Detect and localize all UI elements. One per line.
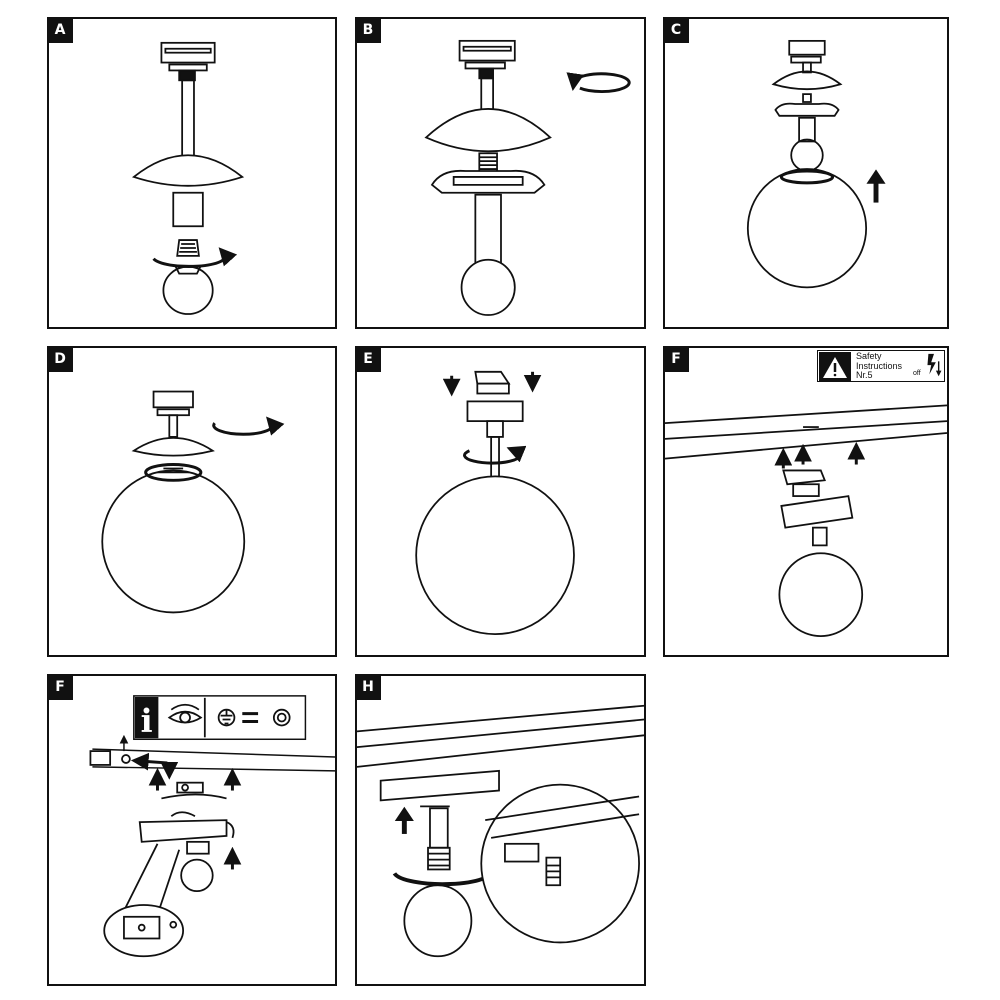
panel-label: E: [355, 346, 381, 372]
panel-label: F: [663, 346, 689, 372]
safety-text: Safety Instructions Nr.5: [856, 351, 903, 381]
warning-icon: [819, 352, 851, 382]
panel-label: B: [355, 17, 381, 43]
step-e-illustration: [415, 370, 575, 636]
ground-icon: [217, 708, 236, 727]
panel-label: F: [47, 674, 73, 700]
step-f-top-illustration: [665, 404, 947, 637]
panel-f-bottom: F i: [47, 674, 337, 986]
panel-label: D: [47, 346, 73, 372]
panel-c: C: [663, 17, 949, 329]
step-c-illustration: [746, 39, 886, 289]
safety-line-1: Safety: [856, 351, 882, 361]
eye-icon: [167, 710, 203, 724]
panel-d: D: [47, 346, 337, 657]
equals-icon: [242, 712, 259, 723]
panel-label: C: [663, 17, 689, 43]
circle-target-icon: [272, 708, 291, 727]
step-a-illustration: [131, 41, 245, 315]
panel-a: A: [47, 17, 337, 329]
step-b-illustration: [424, 39, 631, 316]
step-f-bottom-illustration: i: [89, 695, 335, 958]
off-label: off: [913, 370, 921, 377]
panel-label: A: [47, 17, 73, 43]
info-icon: [134, 696, 159, 739]
step-h-illustration: [357, 704, 644, 958]
panel-label: H: [355, 674, 381, 700]
panel-b: B: [355, 17, 646, 329]
panel-e: E: [355, 346, 646, 657]
step-d-illustration: [101, 390, 285, 614]
panel-h: H: [355, 674, 646, 986]
safety-line-3: Nr.5: [856, 370, 873, 380]
safety-line-2: Instructions: [856, 360, 903, 371]
svg-text:i: i: [141, 702, 153, 739]
safety-instructions-box: Safety Instructions Nr.5 off: [817, 350, 945, 382]
lightning-icon: [927, 353, 942, 377]
panel-f-top: F Safety Instructions Nr.5 off: [663, 346, 949, 657]
